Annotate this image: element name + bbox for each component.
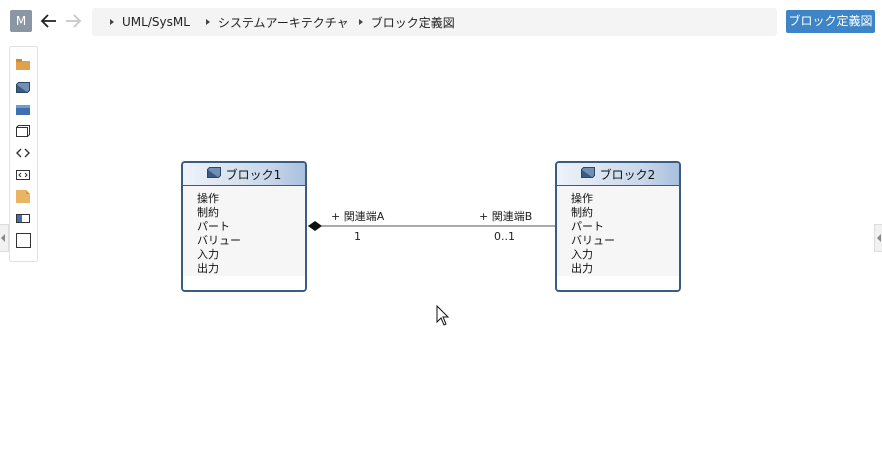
- compartment-outputs[interactable]: 出力: [197, 262, 219, 275]
- top-toolbar: M UML/SysML システムアーキテクチャ ブロック定義図 ブロック定義図: [0, 0, 882, 44]
- breadcrumb-item[interactable]: UML/SysML: [110, 15, 190, 29]
- frame-icon[interactable]: [15, 124, 31, 138]
- breadcrumb-label: ブロック定義図: [370, 15, 455, 30]
- diagram-type-button[interactable]: ブロック定義図: [786, 10, 875, 33]
- association-end-a-multiplicity[interactable]: 1: [354, 230, 361, 243]
- code-icon[interactable]: [15, 146, 31, 160]
- compartment-values[interactable]: バリュー: [571, 234, 615, 247]
- caret-right-icon: [110, 19, 114, 25]
- breadcrumb-item[interactable]: システムアーキテクチャ: [205, 14, 349, 31]
- block-icon: [206, 167, 221, 181]
- block-node[interactable]: ブロック2 操作 制約 パート バリュー 入力 出力: [555, 161, 681, 292]
- composition-diamond-icon: [308, 221, 322, 231]
- compartment-values[interactable]: バリュー: [197, 234, 241, 247]
- block-filled-icon[interactable]: [15, 102, 31, 116]
- block-header: ブロック1: [183, 163, 305, 186]
- block-name: ブロック1: [225, 167, 282, 182]
- caret-right-icon: [358, 19, 363, 25]
- user-avatar[interactable]: M: [10, 10, 32, 32]
- breadcrumb-item[interactable]: ブロック定義図: [358, 14, 455, 31]
- block-node[interactable]: ブロック1 操作 制約 パート バリュー 入力 出力: [181, 161, 307, 292]
- compartment-parts[interactable]: パート: [571, 220, 604, 233]
- block-icon: [580, 167, 595, 181]
- compartment-operations[interactable]: 操作: [197, 192, 219, 205]
- compartment-operations[interactable]: 操作: [571, 192, 593, 205]
- caret-right-icon: [205, 19, 210, 25]
- breadcrumb-label: UML/SysML: [122, 15, 190, 29]
- association-end-b-multiplicity[interactable]: 0..1: [494, 230, 515, 243]
- folder-icon[interactable]: [15, 57, 31, 71]
- port-icon[interactable]: [15, 211, 31, 225]
- association-end-a-label[interactable]: + 関連端A: [331, 210, 385, 223]
- block-header: ブロック2: [557, 163, 679, 186]
- compartment-constraints[interactable]: 制約: [571, 206, 593, 219]
- back-arrow-icon[interactable]: [38, 10, 60, 32]
- mouse-cursor-icon: [436, 304, 450, 331]
- breadcrumb-label: システムアーキテクチャ: [217, 15, 349, 30]
- block-name: ブロック2: [599, 167, 656, 182]
- rectangle-icon[interactable]: [15, 232, 31, 248]
- element-palette: [9, 46, 38, 262]
- compartment-inputs[interactable]: 入力: [197, 248, 219, 261]
- code-box-icon[interactable]: [15, 168, 31, 182]
- block-footer: [557, 276, 679, 290]
- block-icon[interactable]: [15, 80, 31, 94]
- compartment-parts[interactable]: パート: [197, 220, 230, 233]
- forward-arrow-icon[interactable]: [62, 10, 84, 32]
- compartment-constraints[interactable]: 制約: [197, 206, 219, 219]
- association-end-b-label[interactable]: + 関連端B: [479, 210, 533, 223]
- block-footer: [183, 276, 305, 290]
- compartment-inputs[interactable]: 入力: [571, 248, 593, 261]
- compartment-outputs[interactable]: 出力: [571, 262, 593, 275]
- note-icon[interactable]: [15, 189, 31, 203]
- block-compartments: 操作 制約 パート バリュー 入力 出力: [183, 186, 305, 276]
- block-compartments: 操作 制約 パート バリュー 入力 出力: [557, 186, 679, 276]
- breadcrumb: UML/SysML システムアーキテクチャ ブロック定義図: [92, 8, 777, 36]
- left-panel-toggle[interactable]: [0, 224, 9, 252]
- right-panel-toggle[interactable]: [874, 224, 882, 252]
